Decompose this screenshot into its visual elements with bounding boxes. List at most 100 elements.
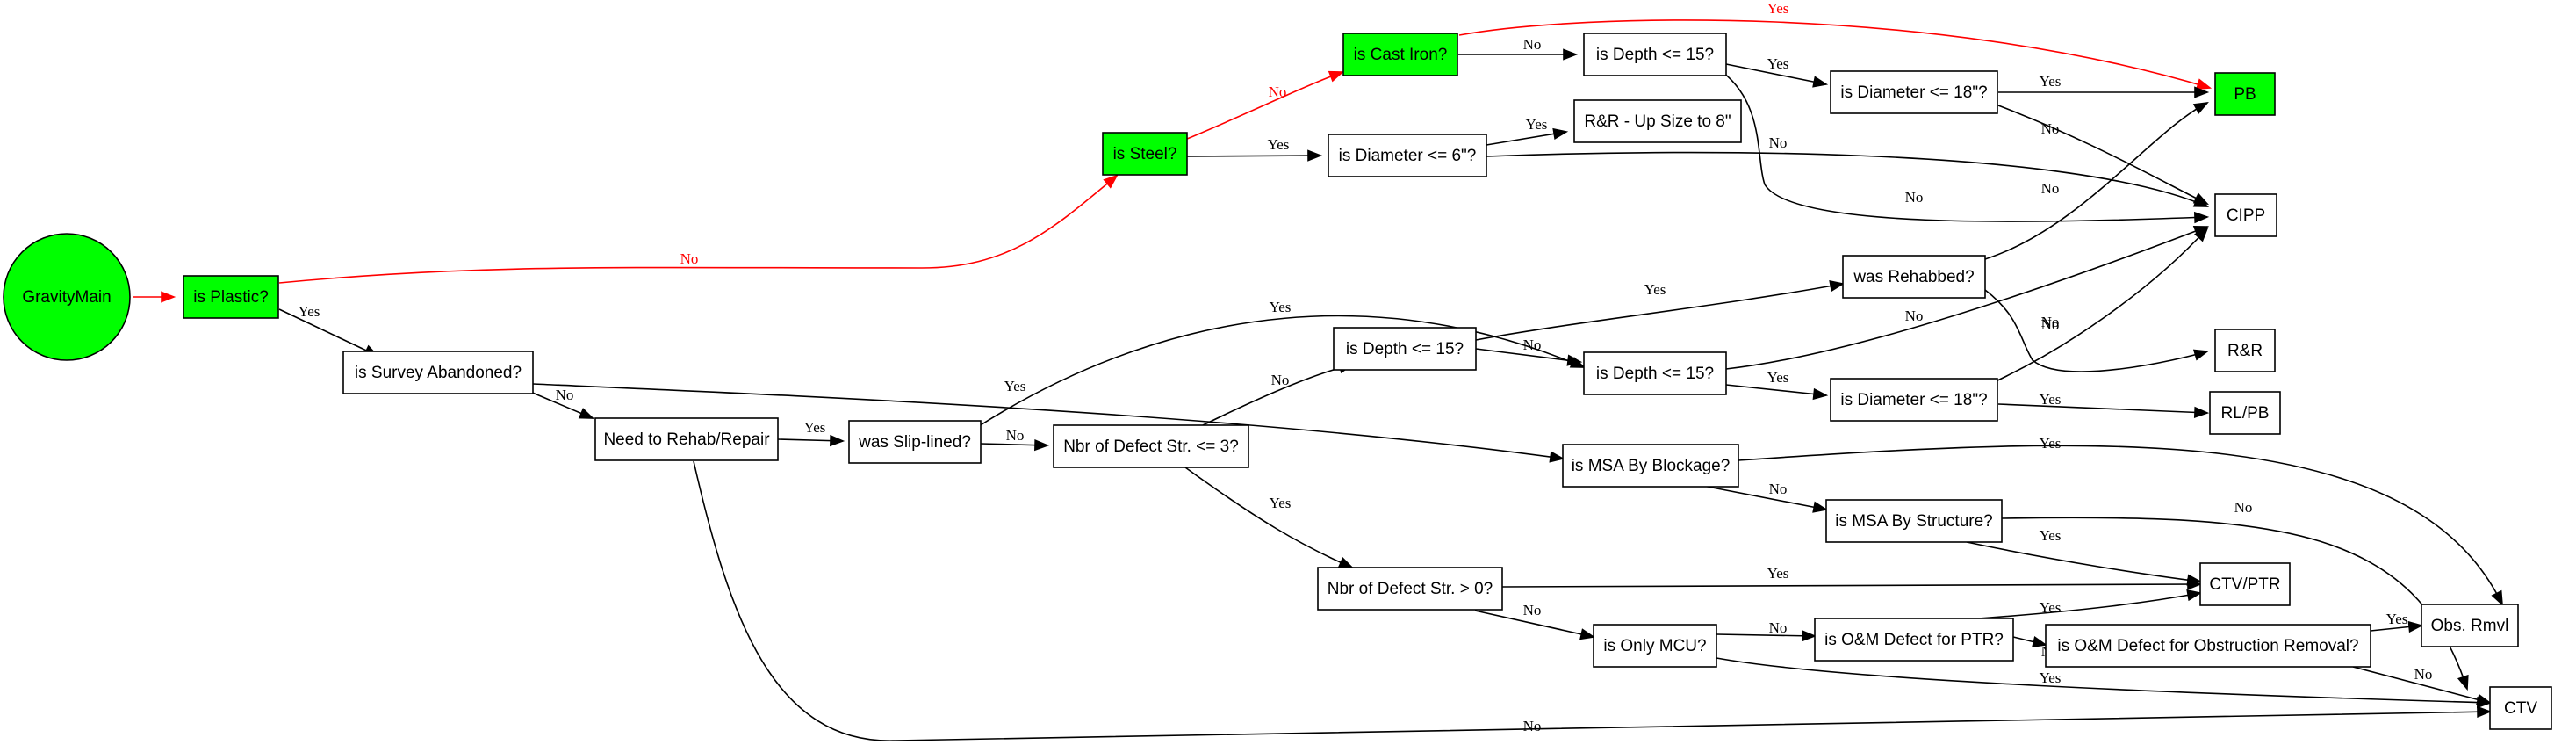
edge-arrowhead-8 xyxy=(2194,86,2210,98)
node-box xyxy=(2199,562,2291,606)
node-diameter-6: is Diameter <= 6"? xyxy=(1328,134,1487,177)
edge-connector-25 xyxy=(1475,283,1844,341)
edge-label-yes: Yes xyxy=(1767,0,1789,17)
node-label: R&R - Up Size to 8" xyxy=(1584,112,1731,131)
edge-connector-1 xyxy=(278,175,1118,284)
edge-label-no: No xyxy=(1523,718,1542,734)
edge-arrowhead-20 xyxy=(830,434,845,447)
node-label: is Plastic? xyxy=(193,288,269,307)
node-label: CIPP xyxy=(2227,206,2265,225)
edge-label-yes: Yes xyxy=(2040,669,2062,686)
node-box xyxy=(1830,378,1998,422)
edge-arrowhead-17 xyxy=(2194,227,2209,242)
node-label: CTV xyxy=(2504,699,2537,718)
node-box xyxy=(1328,134,1487,177)
edge-arrowhead-16 xyxy=(1812,387,1829,401)
node-is-steel: is Steel? xyxy=(1102,132,1188,176)
node-label: is Diameter <= 18"? xyxy=(1840,83,1987,102)
edge-arrowhead-39 xyxy=(2475,693,2493,705)
node-box xyxy=(1830,70,1998,114)
node-diameter-18-b: is Diameter <= 18"? xyxy=(1830,378,1998,422)
edge-arrowhead-26 xyxy=(1549,451,1565,463)
edge-connector-40 xyxy=(693,460,2491,741)
edge-connector-2 xyxy=(1186,71,1343,140)
node-box xyxy=(1583,351,1727,395)
node-box xyxy=(1583,33,1727,76)
node-label: was Rehabbed? xyxy=(1853,268,1974,286)
edge-label-yes: Yes xyxy=(1767,369,1789,386)
edge-label-no: No xyxy=(2234,499,2253,516)
edge-label-no: No xyxy=(1523,336,1542,353)
edge-arrowhead-27 xyxy=(1337,556,1355,568)
edge-arrowhead-12 xyxy=(2192,196,2210,207)
node-label: is O&M Defect for Obstruction Removal? xyxy=(2057,637,2358,655)
node-label: PB xyxy=(2234,85,2256,104)
node-box xyxy=(2489,686,2552,730)
edge-arrowhead-34 xyxy=(1802,630,1817,642)
node-depth-15-c: is Depth <= 15? xyxy=(1583,351,1727,395)
edge-connector-13 xyxy=(1984,102,2208,260)
node-label: Obs. Rmvl xyxy=(2431,617,2509,635)
edge-arrowhead-40 xyxy=(2477,705,2493,718)
edge-label-yes: Yes xyxy=(2040,73,2062,90)
edge-arrowhead-6 xyxy=(1563,48,1579,61)
edge-connector-37 xyxy=(1716,657,2491,704)
node-box xyxy=(2209,391,2281,435)
edge-label-yes: Yes xyxy=(1526,116,1548,133)
node-gravitymain: GravityMain xyxy=(3,233,131,361)
edge-arrowhead-30 xyxy=(2457,674,2469,691)
node-ctv: CTV xyxy=(2489,686,2552,730)
edge-arrowhead-24 xyxy=(1566,354,1583,366)
node-obs-rmvl: Obs. Rmvl xyxy=(2421,604,2519,647)
edge-label-yes: Yes xyxy=(2040,435,2062,452)
edge-arrowhead-32 xyxy=(2187,578,2203,590)
edge-label-yes: Yes xyxy=(1270,299,1292,315)
node-label: is MSA By Blockage? xyxy=(1572,457,1731,475)
node-box xyxy=(1814,618,2014,662)
node-slip-lined: was Slip-lined? xyxy=(848,420,982,464)
edge-label-yes: Yes xyxy=(1268,136,1290,153)
node-box xyxy=(1842,255,1986,299)
node-label: is Survey Abandoned? xyxy=(355,364,522,382)
edge-label-no: No xyxy=(1769,619,1788,636)
node-rlpb: RL/PB xyxy=(2209,391,2281,435)
edge-arrowhead-7 xyxy=(1812,76,1829,88)
edge-label-no: No xyxy=(1269,83,1287,100)
edge-label-no: No xyxy=(2414,666,2433,683)
node-was-rehabbed: was Rehabbed? xyxy=(1842,255,1986,299)
node-box xyxy=(1573,99,1742,143)
node-label: CTV/PTR xyxy=(2209,575,2280,594)
edge-connector-32 xyxy=(1501,583,2201,588)
node-label: Nbr of Defect Str. <= 3? xyxy=(1063,438,1239,456)
node-om-obstruction: is O&M Defect for Obstruction Removal? xyxy=(2045,624,2371,668)
node-box xyxy=(848,420,982,464)
edge-label-no: No xyxy=(1006,427,1025,444)
edge-connector-11 xyxy=(1486,131,1567,146)
node-rr-upsize: R&R - Up Size to 8" xyxy=(1573,99,1742,143)
node-label: is Steel? xyxy=(1113,145,1177,163)
edge-label-yes: Yes xyxy=(1767,565,1789,582)
node-ctv-ptr: CTV/PTR xyxy=(2199,562,2291,606)
node-box xyxy=(1053,424,1249,468)
node-box xyxy=(342,351,534,394)
edge-arrowhead-19 xyxy=(578,408,595,419)
node-om-ptr: is O&M Defect for PTR? xyxy=(1814,618,2014,662)
node-is-cast-iron: is Cast Iron? xyxy=(1342,33,1458,76)
edge-arrowhead-5 xyxy=(1307,149,1323,162)
node-box xyxy=(1825,499,2003,543)
edge-label-no: No xyxy=(1271,372,1290,388)
node-box xyxy=(594,417,779,461)
edge-label-no: No xyxy=(1905,189,1924,206)
node-label: is Cast Iron? xyxy=(1354,46,1448,64)
node-box xyxy=(1102,132,1188,176)
edge-arrowhead-29 xyxy=(2491,589,2503,606)
node-box xyxy=(1593,624,1717,668)
edge-label-no: No xyxy=(1769,481,1788,497)
edge-label-yes: Yes xyxy=(299,303,320,320)
node-box xyxy=(1333,327,1477,371)
edge-label-no: No xyxy=(2041,120,2060,137)
node-cipp: CIPP xyxy=(2214,193,2277,237)
edge-label-no: No xyxy=(1905,307,1924,324)
node-box xyxy=(1342,33,1458,76)
edge-arrowhead-10 xyxy=(2193,211,2210,224)
